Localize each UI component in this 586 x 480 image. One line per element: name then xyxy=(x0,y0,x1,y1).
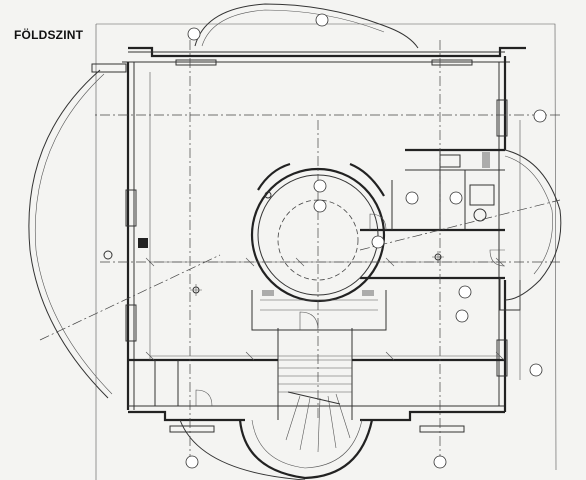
left-window-a xyxy=(125,189,137,227)
section-line-right xyxy=(359,199,561,251)
hatched-wall-b xyxy=(262,290,274,296)
bottom-wall xyxy=(128,410,505,422)
basin xyxy=(473,208,487,222)
right-window-a xyxy=(496,99,508,137)
top-wall xyxy=(128,46,526,58)
level-markers xyxy=(190,191,444,296)
dimension-verticals xyxy=(149,72,521,380)
bottom-outer-arc xyxy=(179,419,306,480)
left-window-b xyxy=(125,304,137,342)
hatch-left-arc xyxy=(257,162,291,191)
hatch-right-arc xyxy=(349,162,385,197)
right-window-b xyxy=(496,339,508,377)
room-tags xyxy=(185,13,547,469)
dining-lower-lines xyxy=(260,299,378,311)
right-bay-arc xyxy=(504,149,562,301)
window-top-right xyxy=(431,59,473,66)
wc-fixture xyxy=(469,184,495,206)
stair-bay-arc-inner xyxy=(251,419,363,469)
dimension-ticks xyxy=(145,257,505,361)
lower-left-partitions xyxy=(154,360,179,406)
window-bottom-right xyxy=(419,425,465,433)
dining-lower-frame xyxy=(251,290,387,331)
top-balcony-arc xyxy=(194,3,419,49)
hatched-wall-a xyxy=(482,152,490,168)
hatched-wall-c xyxy=(362,290,374,296)
terrace-point xyxy=(103,250,113,260)
service-partitions xyxy=(439,150,466,230)
left-top-corner xyxy=(91,63,127,73)
pillar-mark xyxy=(138,238,148,248)
page-title: FÖLDSZINT xyxy=(14,28,84,42)
stove xyxy=(439,154,461,168)
top-balcony-arc-inner xyxy=(201,9,385,47)
axis-verticals-side xyxy=(189,40,441,460)
stair-walls xyxy=(277,328,353,420)
left-bay-arc-inner xyxy=(35,73,113,395)
section-line-left xyxy=(39,254,221,341)
sheet-border xyxy=(95,23,557,480)
window-top-left xyxy=(175,59,217,66)
stair-treads xyxy=(278,359,352,453)
stair-bay-arc xyxy=(238,419,374,480)
left-bay-arc xyxy=(28,69,109,399)
right-bay-arc-inner xyxy=(504,155,553,275)
door-swings xyxy=(195,213,506,407)
column-right xyxy=(499,278,521,311)
stair-arrow xyxy=(287,391,341,405)
window-bottom-left xyxy=(169,425,215,433)
